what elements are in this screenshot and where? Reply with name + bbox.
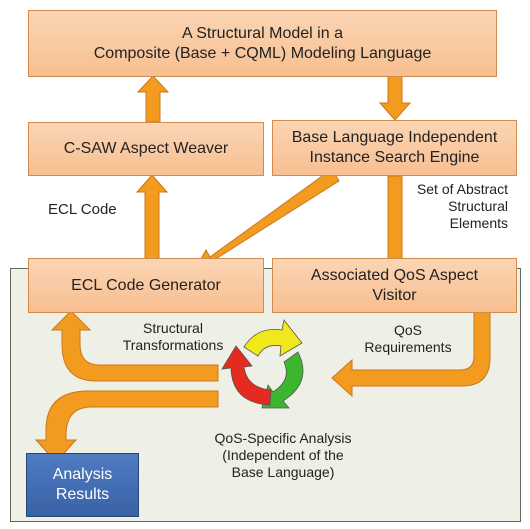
cycle-yellow-arc bbox=[243, 319, 303, 357]
search-engine-label: Base Language Independent Instance Searc… bbox=[291, 129, 498, 166]
aspect-weaver-box: C-SAW Aspect Weaver bbox=[28, 122, 264, 176]
qos-requirements-label: QoS Requirements bbox=[364, 322, 452, 355]
structural-transformations-label: Structural Transformations bbox=[122, 320, 224, 353]
qos-analysis-label: QoS-Specific Analysis (Independent of th… bbox=[214, 430, 352, 480]
arrow-visitor-to-center bbox=[331, 311, 491, 398]
qos-aspect-visitor-box: Associated QoS Aspect Visitor bbox=[272, 258, 517, 313]
structural-model-label: A Structural Model in a Composite (Base … bbox=[93, 24, 432, 62]
ecl-code-generator-box: ECL Code Generator bbox=[28, 258, 264, 313]
cycle-red-arc bbox=[221, 345, 272, 406]
analysis-results-box: Analysis Results bbox=[26, 453, 139, 517]
abstract-elements-label: Set of Abstract Structural Elements bbox=[416, 181, 508, 231]
arrow-model-to-engine bbox=[378, 75, 412, 121]
structural-model-box: A Structural Model in a Composite (Base … bbox=[28, 10, 497, 77]
ecl-code-label: ECL Code bbox=[48, 201, 117, 218]
search-engine-box: Base Language Independent Instance Searc… bbox=[272, 120, 517, 176]
qos-cycle-icon bbox=[221, 319, 304, 409]
qos-aspect-visitor-label: Associated QoS Aspect Visitor bbox=[310, 266, 479, 304]
analysis-results-label: Analysis Results bbox=[52, 466, 113, 503]
arrow-transform-to-generator bbox=[50, 310, 219, 382]
ecl-code-generator-label: ECL Code Generator bbox=[71, 276, 221, 294]
aspect-weaver-label: C-SAW Aspect Weaver bbox=[63, 140, 229, 157]
arrow-weaver-to-model bbox=[136, 75, 170, 123]
